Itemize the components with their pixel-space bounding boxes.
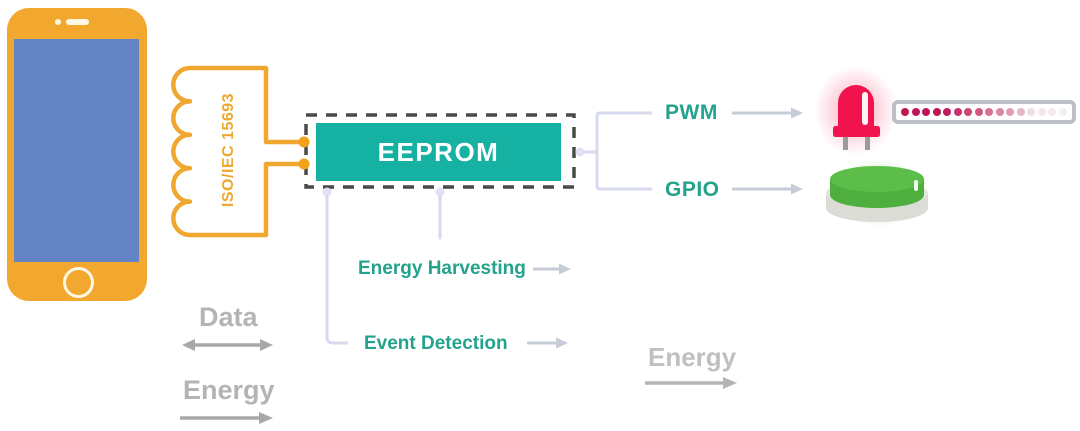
led-strip-dot bbox=[974, 108, 983, 116]
led-strip-dot bbox=[1058, 108, 1067, 116]
event-detection-label: Event Detection bbox=[364, 333, 508, 354]
led-strip-dot bbox=[1006, 108, 1015, 116]
data-flow-label: Data bbox=[199, 302, 258, 332]
led-strip-dot bbox=[943, 108, 952, 116]
led-strip-dot bbox=[901, 108, 909, 116]
led-strip-dot bbox=[922, 108, 931, 116]
pwm-arrow bbox=[732, 107, 803, 119]
phone-screen bbox=[14, 39, 139, 262]
energy-harvesting-arrow bbox=[533, 263, 571, 275]
energy-flow-right-label: Energy bbox=[648, 342, 737, 372]
led-strip-dot bbox=[911, 108, 920, 116]
pwm-label: PWM bbox=[665, 101, 718, 124]
led-strip-dot bbox=[1016, 108, 1025, 116]
energy-flow-right-arrow bbox=[645, 377, 737, 389]
led-strip-dot bbox=[995, 108, 1004, 116]
antenna-standard-label: ISO/IEC 15693 bbox=[220, 93, 237, 207]
feature-wires bbox=[322, 187, 445, 345]
phone-home-button bbox=[63, 267, 94, 298]
led-icon bbox=[833, 85, 880, 150]
energy-harvesting-label: Energy Harvesting bbox=[358, 258, 526, 279]
led-strip-dot bbox=[964, 108, 973, 116]
chip-dashed-border bbox=[304, 113, 576, 189]
led-strip-dot bbox=[985, 108, 994, 116]
data-flow-arrow bbox=[182, 339, 273, 351]
eeprom-label: EEPROM bbox=[377, 136, 500, 167]
push-button-icon bbox=[826, 166, 928, 222]
led-strip-dot bbox=[1027, 108, 1036, 116]
energy-flow-left-arrow bbox=[180, 412, 273, 424]
output-branch-wire bbox=[575, 111, 653, 191]
eeprom-block: EEPROM bbox=[316, 123, 561, 181]
gpio-arrow bbox=[732, 183, 803, 195]
antenna-coil-icon: ISO/IEC 15693 bbox=[171, 65, 310, 238]
led-strip-icon bbox=[892, 100, 1076, 124]
led-strip-dot bbox=[1048, 108, 1057, 116]
phone-speaker-bar bbox=[66, 19, 89, 25]
energy-flow-left-label: Energy bbox=[183, 375, 275, 405]
led-strip-dot bbox=[1037, 108, 1046, 116]
event-detection-arrow bbox=[527, 337, 568, 349]
gpio-label: GPIO bbox=[665, 178, 720, 201]
led-strip-dot bbox=[953, 108, 962, 116]
phone-camera-dot bbox=[55, 19, 61, 25]
led-strip-dot bbox=[932, 108, 941, 116]
